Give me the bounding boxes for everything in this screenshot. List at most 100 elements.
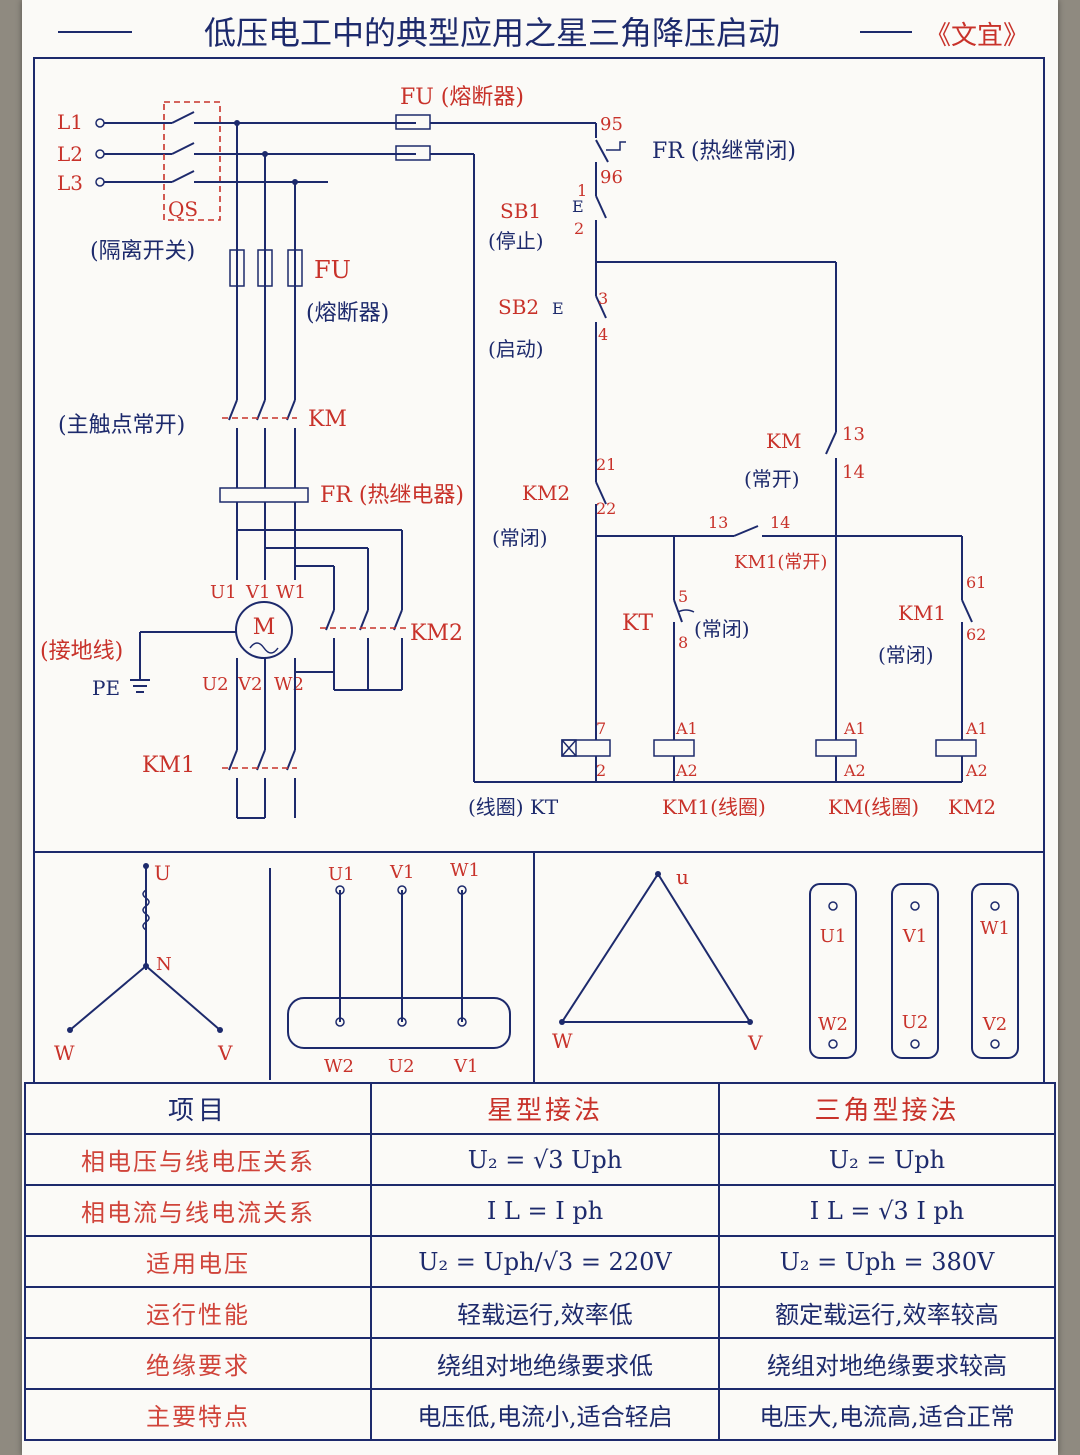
- label-km2: KM2: [410, 621, 463, 646]
- label-b-v2: V2: [982, 1014, 1007, 1035]
- label-b-v1: V1: [902, 926, 927, 947]
- table-cell-item: 相电压与线电压关系: [24, 1133, 372, 1186]
- label-n7: 7: [596, 719, 606, 738]
- table-cell-item: 主要特点: [24, 1388, 372, 1441]
- label-n8: 8: [678, 633, 688, 652]
- label-u2: U2: [202, 674, 229, 695]
- label-n1: 1: [577, 181, 587, 200]
- label-13b: 13: [708, 513, 728, 532]
- label-motor: M: [253, 615, 276, 640]
- table-cell-item: 相电流与线电流关系: [24, 1184, 372, 1237]
- table-header-item: 项目: [24, 1082, 372, 1135]
- table-cell-star: I L = I ph: [370, 1184, 720, 1237]
- label-l1: L1: [57, 110, 83, 134]
- delta-terminal-boards: U1 V1 W1 W2 U2 V2: [809, 883, 1019, 1059]
- label-a2-km2: A2: [965, 761, 988, 780]
- label-13a: 13: [842, 424, 865, 445]
- coil-km2: [935, 739, 977, 757]
- label-km-main: KM: [308, 407, 347, 432]
- label-a2-km: A2: [843, 761, 866, 780]
- label-t-w2: W2: [324, 1056, 354, 1077]
- label-ground: (接地线): [40, 639, 123, 664]
- label-fu-top: FU (熔断器): [400, 85, 524, 110]
- label-isolator: (隔离开关): [90, 239, 195, 264]
- table-row: 主要特点 电压低,电流小,适合轻启 电压大,电流高,适合正常: [24, 1388, 1056, 1441]
- table-row: 相电流与线电流关系 I L = I ph I L = √3 I ph: [24, 1184, 1056, 1237]
- coil-km: [815, 739, 857, 757]
- label-w2: W2: [274, 674, 304, 695]
- terminal-l3: [95, 177, 105, 187]
- label-a2-km1: A2: [675, 761, 698, 780]
- table-cell-delta: 电压大,电流高,适合正常: [718, 1388, 1056, 1441]
- delta-connection: u W V: [552, 865, 763, 1055]
- label-t-v1: V1: [389, 862, 414, 883]
- table-cell-item: 运行性能: [24, 1286, 372, 1339]
- table-cell-star: U₂ = √3 Uph: [370, 1133, 720, 1186]
- terminal-l2: [95, 149, 105, 159]
- label-star-v: V: [217, 1041, 233, 1065]
- fuse-main-1: [229, 249, 245, 287]
- table-cell-item: 适用电压: [24, 1235, 372, 1288]
- label-n4: 4: [598, 325, 608, 344]
- label-b-u1: U1: [820, 926, 847, 947]
- label-a1-km2: A1: [965, 719, 988, 738]
- label-star-n: N: [156, 954, 172, 975]
- label-star-u: U: [154, 861, 171, 885]
- table-row: 适用电压 U₂ = Uph/√3 = 220V U₂ = Uph = 380V: [24, 1235, 1056, 1288]
- label-coil-km2: KM2: [948, 795, 996, 819]
- page-title: 低压电工中的典型应用之星三角降压启动: [204, 14, 780, 52]
- label-14b: 14: [770, 513, 790, 532]
- label-b-w2: W2: [818, 1014, 848, 1035]
- label-96: 96: [600, 167, 623, 188]
- label-22: 22: [596, 499, 616, 518]
- table-header-row: 项目 星型接法 三角型接法: [24, 1082, 1056, 1135]
- label-t-u1: U1: [328, 864, 355, 885]
- label-l2: L2: [57, 142, 83, 166]
- label-n5: 5: [678, 587, 688, 606]
- label-n2b: 2: [596, 761, 606, 780]
- label-nc-a: (常闭): [492, 526, 548, 550]
- label-km-main-contact: (主触点常开): [58, 413, 185, 438]
- svg-text:E: E: [552, 299, 564, 318]
- table-cell-star: 绕组对地绝缘要求低: [370, 1337, 720, 1390]
- label-95: 95: [600, 114, 623, 135]
- label-n2: 2: [574, 219, 584, 238]
- label-no-a: (常开): [744, 467, 800, 491]
- label-n3: 3: [598, 289, 608, 308]
- label-coil-km: KM(线圈): [828, 795, 919, 819]
- label-v2: V2: [237, 674, 262, 695]
- label-nc-c: (常闭): [878, 643, 934, 667]
- label-coil-km1: KM1(线圈): [662, 795, 766, 819]
- table-cell-star: 电压低,电流小,适合轻启: [370, 1388, 720, 1441]
- label-w1: W1: [276, 582, 306, 603]
- label-61: 61: [966, 573, 986, 592]
- label-start: (启动): [488, 337, 544, 361]
- table-cell-delta: U₂ = Uph: [718, 1133, 1056, 1186]
- coil-km1: [653, 739, 695, 757]
- svg-text:E: E: [572, 197, 584, 216]
- label-fr-nc: FR (热继常闭): [652, 139, 796, 164]
- label-qs: QS: [168, 197, 198, 221]
- label-delta-v: V: [747, 1031, 763, 1055]
- label-t-v1b: V1: [453, 1056, 478, 1077]
- label-t-w1: W1: [450, 860, 480, 881]
- label-b-u2: U2: [902, 1012, 929, 1033]
- label-sb2: SB2: [498, 295, 539, 319]
- label-l3: L3: [57, 171, 83, 195]
- label-km1: KM1: [142, 753, 195, 778]
- label-nc-b: (常闭): [694, 617, 750, 641]
- table-row: 运行性能 轻载运行,效率低 额定载运行,效率较高: [24, 1286, 1056, 1339]
- label-a1-km: A1: [843, 719, 866, 738]
- label-kt: KT: [622, 611, 653, 636]
- label-sb1: SB1: [500, 199, 541, 223]
- table-row: 相电压与线电压关系 U₂ = √3 Uph U₂ = Uph: [24, 1133, 1056, 1186]
- table-header-delta: 三角型接法: [718, 1082, 1056, 1135]
- label-km-aux: KM: [766, 429, 801, 453]
- label-coil-kt: (线圈) KT: [468, 795, 559, 819]
- table-row: 绝缘要求 绕组对地绝缘要求低 绕组对地绝缘要求较高: [24, 1337, 1056, 1390]
- table-header-star: 星型接法: [370, 1082, 720, 1135]
- terminal-l1: [95, 118, 105, 128]
- table-cell-star: 轻载运行,效率低: [370, 1286, 720, 1339]
- table-cell-delta: I L = √3 I ph: [718, 1184, 1056, 1237]
- label-21: 21: [596, 455, 616, 474]
